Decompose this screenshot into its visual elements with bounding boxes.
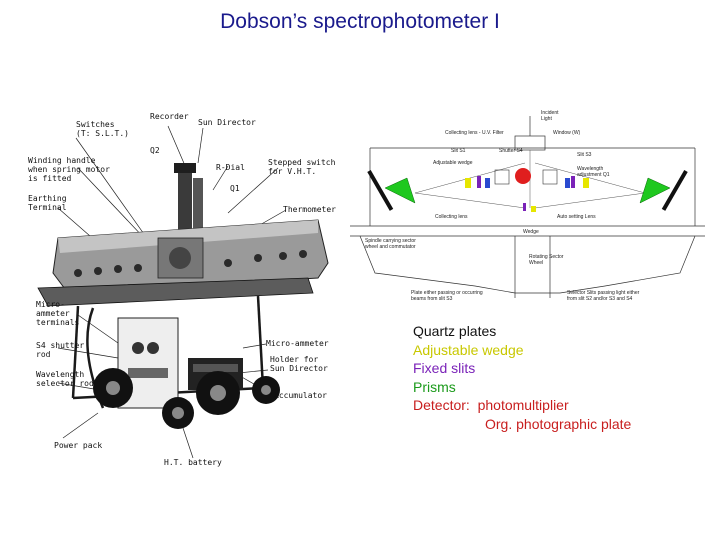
diag-label-adjustable-wedge: Adjustable wedge bbox=[433, 160, 473, 166]
label-micro-ammeter-terminals: Micro- ammeter terminals bbox=[36, 300, 80, 327]
label-stepped-switch: Stepped switch for V.H.T. bbox=[268, 158, 336, 176]
label-sun-director: Sun Director bbox=[198, 118, 256, 127]
label-accumulator: Accumulator bbox=[274, 391, 327, 400]
label-power-pack: Power pack bbox=[54, 441, 103, 450]
label-recorder: Recorder bbox=[150, 112, 189, 121]
diag-label-collecting-lens: Collecting lens bbox=[435, 214, 468, 220]
legend-detector: Detector: photomultiplier bbox=[413, 397, 569, 413]
instrument-photo: Switches (T: S.L.T.) Recorder Sun Direct… bbox=[18, 108, 343, 478]
legend-prisms: Prisms bbox=[413, 378, 456, 395]
instrument-drawing bbox=[37, 125, 329, 459]
label-micro-ammeter: Micro-ammeter bbox=[266, 339, 329, 348]
label-switches: Switches (T: S.L.T.) bbox=[76, 120, 129, 138]
diag-label-auto-setting-lens: Auto setting Lens bbox=[557, 214, 596, 220]
label-s4-shutter-rod: S4 shutter rod bbox=[36, 341, 85, 359]
component-legend: Quartz plates Adjustable wedge Fixed sli… bbox=[413, 322, 631, 433]
diag-label-wavelength-adjustment: Wavelength adjustment Q1 bbox=[577, 166, 610, 178]
optical-drawing bbox=[350, 116, 705, 298]
label-earthing-terminal: Earthing Terminal bbox=[28, 194, 67, 212]
diag-label-slit-s1: Slit S1 bbox=[451, 148, 466, 154]
label-q1: Q1 bbox=[230, 184, 240, 193]
label-winding-handle: Winding handle when spring motor is fitt… bbox=[28, 156, 110, 183]
diag-label-spindle: Spindle carrying sector wheel and commut… bbox=[365, 238, 416, 250]
legend-adjustable-wedge: Adjustable wedge bbox=[413, 341, 524, 358]
page-title: Dobson’s spectrophotometer I bbox=[220, 10, 500, 33]
label-thermometer: Thermometer bbox=[283, 205, 336, 214]
legend-fixed-slits: Fixed slits bbox=[413, 360, 476, 376]
diag-label-plate-passing: Plate either passing or occurring beams … bbox=[411, 290, 483, 302]
diag-label-selector-slits: Selector Slits passing light either from… bbox=[567, 290, 640, 302]
label-wavelength-selector-rod: Wavelength selector rod bbox=[36, 370, 94, 388]
label-r-dial: R-Dial bbox=[216, 163, 245, 172]
diag-label-wedge: Wedge bbox=[523, 229, 539, 235]
diag-label-slit-s3: Slit S3 bbox=[577, 152, 592, 158]
diag-label-collecting-lens-filter: Collecting lens - U.V. Filter bbox=[445, 130, 504, 136]
legend-quartz-plates: Quartz plates bbox=[413, 323, 497, 339]
diag-label-rotating-sector: Rotating Sector Wheel bbox=[529, 254, 564, 266]
diag-label-incident-light: Incident Light bbox=[541, 110, 559, 122]
label-ht-battery: H.T. battery bbox=[164, 458, 222, 467]
legend-detector-alt: Org. photographic plate bbox=[485, 415, 632, 432]
diag-label-window: Window (W) bbox=[553, 130, 581, 136]
diag-label-shutter: Shutter S4 bbox=[499, 148, 523, 154]
label-holder-sun-director: Holder for Sun Director bbox=[270, 355, 328, 373]
optical-diagram: Incident Light Collecting lens - U.V. Fi… bbox=[345, 108, 710, 318]
label-q2: Q2 bbox=[150, 146, 160, 155]
